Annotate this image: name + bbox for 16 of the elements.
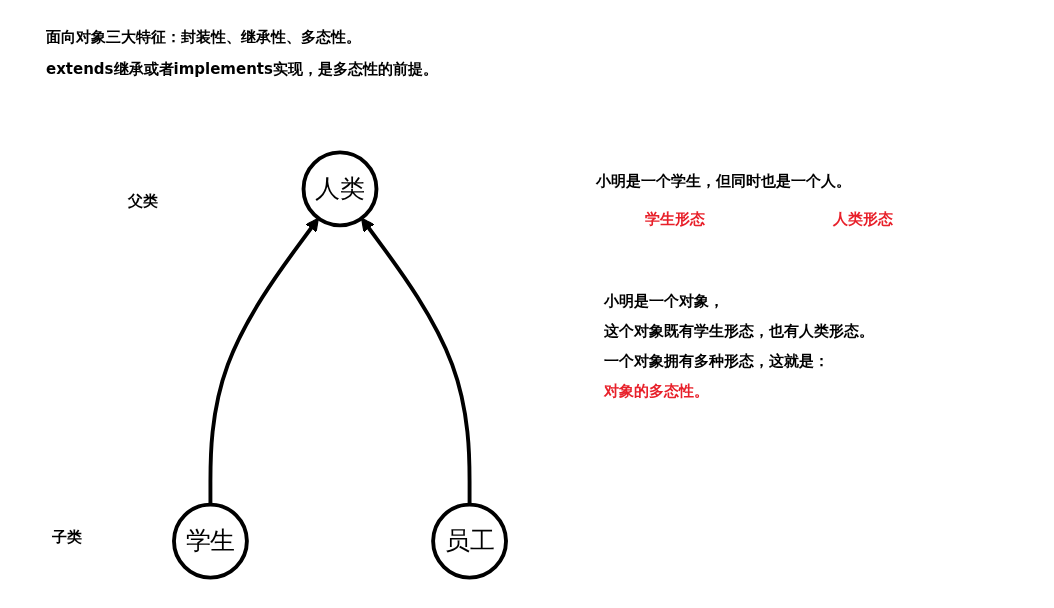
subtitle: extends继承或者implements实现，是多态性的前提。 (46, 60, 438, 79)
form-label: 学生形态 (645, 210, 705, 229)
title: 面向对象三大特征：封装性、继承性、多态性。 (46, 28, 361, 47)
class-label: 子类 (52, 528, 82, 547)
note-line: 这个对象既有学生形态，也有人类形态。 (604, 322, 874, 341)
arrow (361, 217, 472, 505)
note-line: 小明是一个对象， (604, 292, 724, 311)
node-circle: 员工 (431, 502, 508, 580)
class-label: 父类 (128, 192, 158, 211)
form-label: 人类形态 (833, 210, 893, 229)
note-line: 对象的多态性。 (604, 382, 709, 401)
arrow (208, 217, 319, 505)
sentence: 小明是一个学生，但同时也是一个人。 (596, 172, 851, 191)
node-circle: 学生 (172, 502, 249, 580)
note-line: 一个对象拥有多种形态，这就是： (604, 352, 829, 371)
node-circle: 人类 (301, 150, 379, 228)
